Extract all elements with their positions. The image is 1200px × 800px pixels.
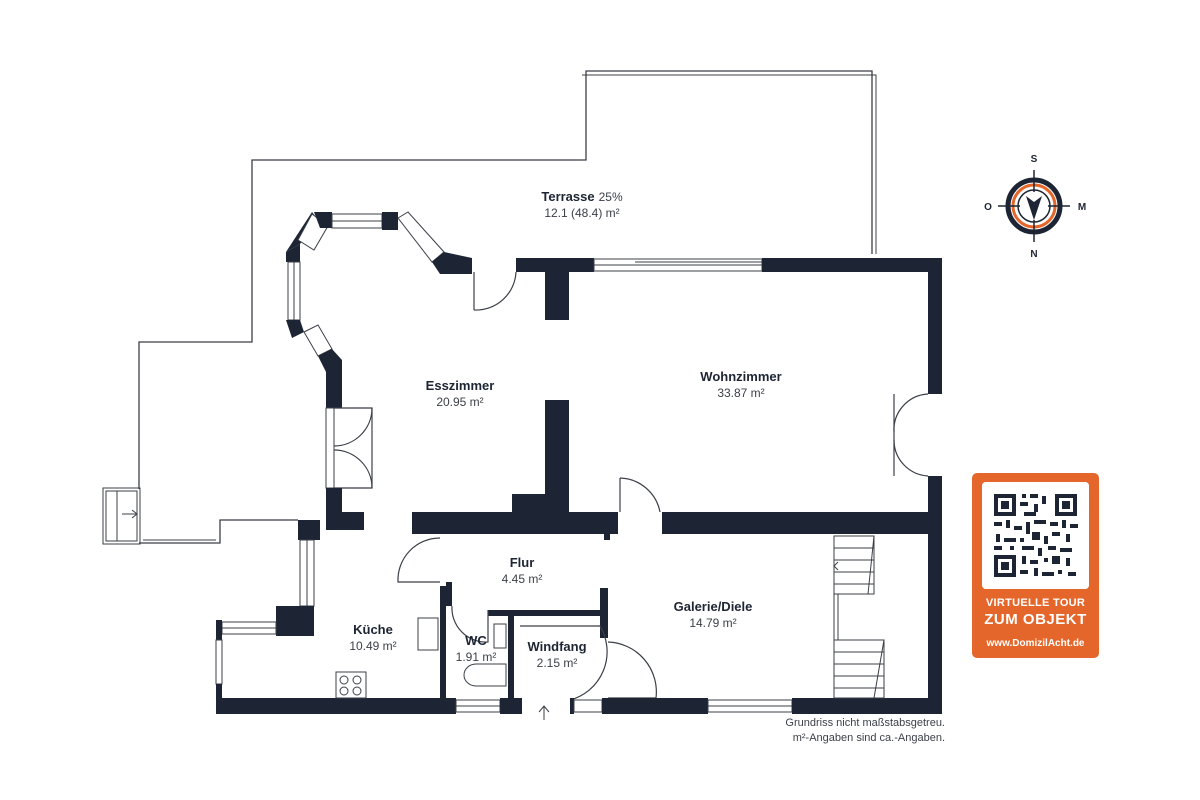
interior-walls — [412, 400, 942, 540]
compass-south: S — [1031, 154, 1038, 165]
kueche-walls — [215, 520, 456, 714]
compass: S N O M — [984, 154, 1086, 260]
flur-door — [397, 537, 441, 583]
room-label-esszimmer: Esszimmer 20.95 m² — [426, 378, 495, 409]
compass-west: M — [1078, 202, 1086, 213]
room-area-flur: 4.45 m² — [502, 572, 543, 586]
staircase — [833, 535, 885, 699]
disclaimer-note: Grundriss nicht maßstabsgetreu. m²-Angab… — [785, 716, 945, 746]
tour-title-line-2: ZUM OBJEKT — [984, 611, 1087, 628]
room-label-terrasse: Terrasse 25% 12.1 (48.4) m² — [541, 189, 623, 220]
room-area-kueche: 10.49 m² — [349, 639, 396, 653]
wc-windfang-walls — [446, 582, 942, 720]
disclaimer-line-2: m²-Angaben sind ca.-Angaben. — [792, 732, 945, 744]
compass-needle-icon — [1026, 196, 1042, 220]
room-label-galerie: Galerie/Diele 14.79 m² — [674, 599, 753, 630]
esszimmer-left-walls — [325, 407, 373, 530]
compass-east: O — [984, 202, 992, 213]
terrace-outline — [138, 70, 877, 544]
disclaimer-line-1: Grundriss nicht maßstabsgetreu. — [785, 717, 945, 729]
room-area-wc: 1.91 m² — [456, 650, 497, 664]
wohnzimmer-side-door — [893, 393, 929, 477]
room-name-flur: Flur — [510, 555, 535, 570]
room-name-windfang: Windfang — [527, 639, 586, 654]
top-walls — [516, 258, 942, 714]
room-pct-terrasse: 25% — [599, 190, 623, 204]
room-name-wohnzimmer: Wohnzimmer — [700, 369, 781, 384]
room-label-windfang: Windfang 2.15 m² — [527, 639, 586, 670]
room-label-kueche: Küche 10.49 m² — [349, 622, 396, 653]
bay-walls — [286, 211, 472, 408]
room-name-kueche: Küche — [353, 622, 393, 637]
compass-north: N — [1030, 249, 1037, 260]
tour-title-line-1: VIRTUELLE TOUR — [985, 597, 1086, 609]
room-name-esszimmer: Esszimmer — [426, 378, 495, 393]
room-label-wohnzimmer: Wohnzimmer 33.87 m² — [700, 369, 781, 400]
qr-code[interactable] — [982, 482, 1089, 589]
room-name-wc: WC — [465, 633, 487, 648]
virtual-tour-card[interactable]: VIRTUELLE TOUR ZUM OBJEKT www.DomizilAch… — [972, 473, 1099, 658]
room-area-esszimmer: 20.95 m² — [436, 395, 483, 409]
room-name-terrasse: Terrasse — [541, 189, 594, 204]
stove-icon — [335, 671, 367, 699]
room-area-terrasse: 12.1 (48.4) m² — [544, 206, 619, 220]
room-label-flur: Flur 4.45 m² — [502, 555, 543, 586]
room-area-galerie: 14.79 m² — [689, 616, 736, 630]
terrace-stairs — [102, 487, 141, 545]
room-label-wc: WC 1.91 m² — [456, 633, 497, 664]
room-area-windfang: 2.15 m² — [537, 656, 578, 670]
terrace-door — [473, 271, 517, 311]
tour-url-link[interactable]: www.DomizilAcht.de — [986, 638, 1085, 649]
room-area-wohnzimmer: 33.87 m² — [717, 386, 764, 400]
room-name-galerie: Galerie/Diele — [674, 599, 753, 614]
